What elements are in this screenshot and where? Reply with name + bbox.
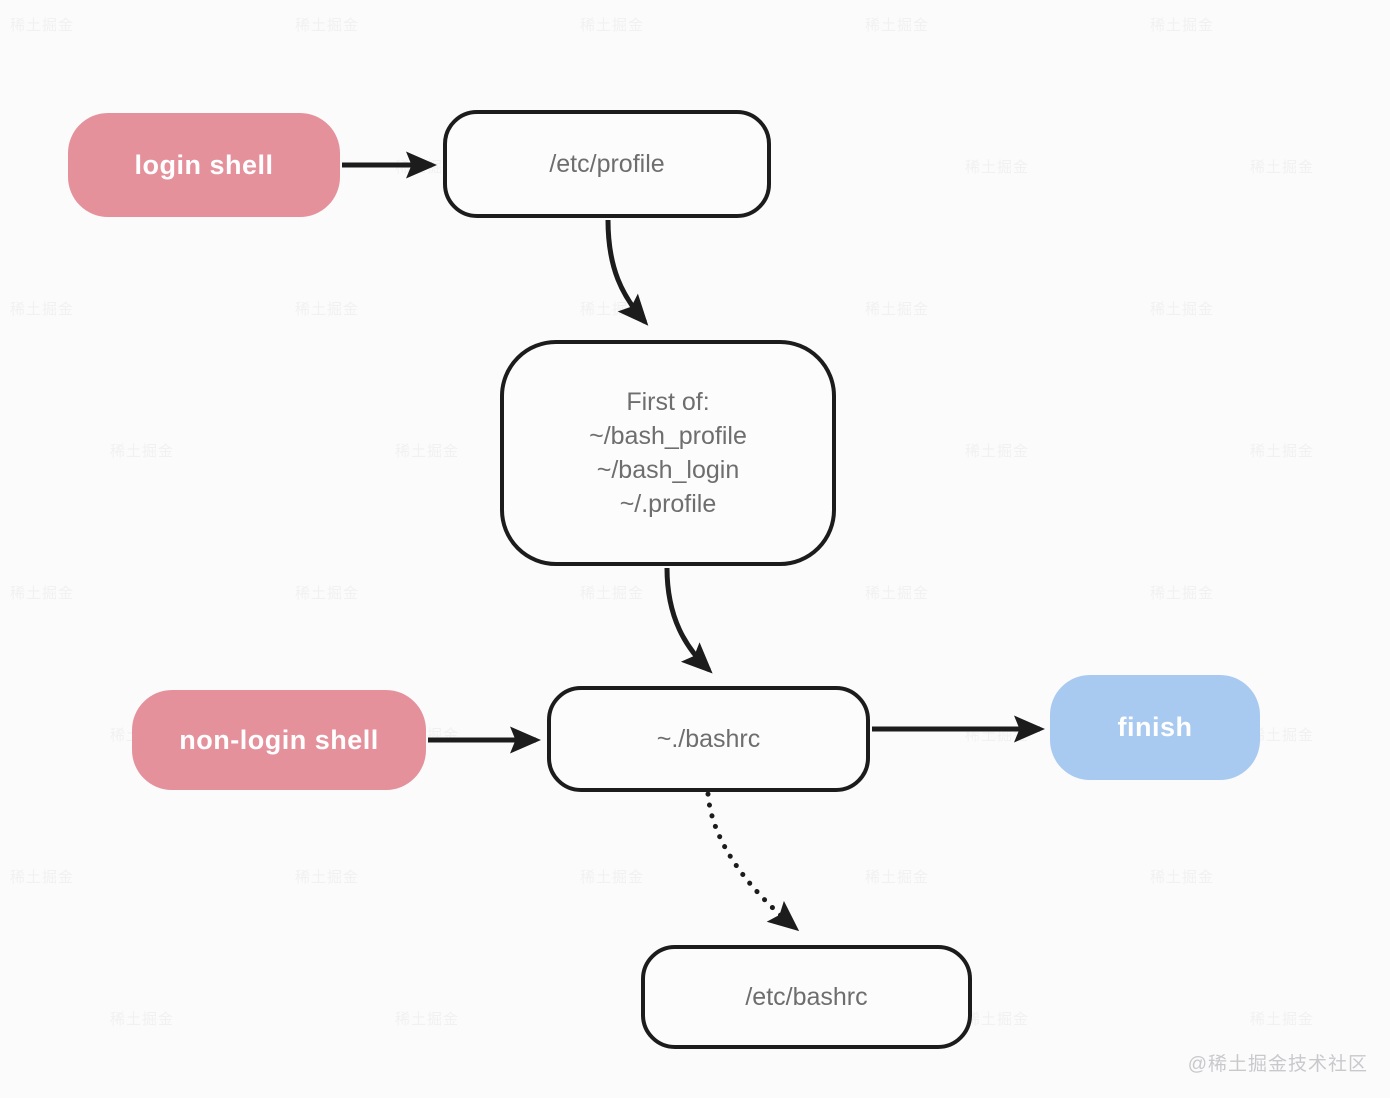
background-watermark-tile: 稀土掘金 [295, 17, 360, 34]
node-bashrc[interactable]: ~./bashrc [547, 686, 870, 792]
node-etc-bashrc-label: /etc/bashrc [745, 983, 868, 1011]
background-watermark-tile: 稀土掘金 [10, 301, 75, 318]
node-finish-label: finish [1117, 712, 1193, 742]
node-first-of-label: First of: ~/bash_profile ~/bash_login ~/… [589, 388, 747, 518]
background-watermark-tile: 稀土掘金 [1250, 443, 1315, 460]
background-watermark-tile: 稀土掘金 [965, 727, 1030, 744]
node-login-shell[interactable]: login shell [68, 113, 340, 217]
node-bashrc-label: ~./bashrc [656, 725, 761, 753]
node-login-shell-label: login shell [134, 149, 274, 180]
background-watermark-tile: 稀土掘金 [1150, 17, 1215, 34]
background-watermark-tile: 稀土掘金 [1250, 1011, 1315, 1028]
background-watermark-tile: 稀土掘金 [1150, 301, 1215, 318]
background-watermark-tile: 稀土掘金 [965, 1011, 1030, 1028]
node-non-login-shell-label: non-login shell [179, 724, 379, 755]
background-watermark-tile: 稀土掘金 [865, 869, 930, 886]
background-watermark-tile: 稀土掘金 [10, 17, 75, 34]
background-watermark-tile: 稀土掘金 [865, 585, 930, 602]
background-watermark-tile: 稀土掘金 [10, 869, 75, 886]
node-non-login-shell[interactable]: non-login shell [132, 690, 426, 790]
background-watermark-tile: 稀土掘金 [295, 869, 360, 886]
node-etc-profile[interactable]: /etc/profile [443, 110, 771, 218]
background-watermark-tile: 稀土掘金 [110, 1011, 175, 1028]
background-watermark-tile: 稀土掘金 [295, 585, 360, 602]
node-etc-bashrc[interactable]: /etc/bashrc [641, 945, 972, 1049]
background-watermark-tile: 稀土掘金 [1250, 727, 1315, 744]
node-first-of[interactable]: First of: ~/bash_profile ~/bash_login ~/… [500, 340, 836, 566]
background-watermark-tile: 稀土掘金 [10, 585, 75, 602]
background-watermark-tile: 稀土掘金 [865, 301, 930, 318]
background-watermark-tile: 稀土掘金 [580, 17, 645, 34]
corner-watermark: @稀土掘金技术社区 [1187, 1054, 1368, 1075]
background-watermark-tile: 稀土掘金 [1150, 585, 1215, 602]
background-watermark-tile: 稀土掘金 [395, 443, 460, 460]
node-etc-profile-label: /etc/profile [549, 150, 665, 178]
background-watermark-tile: 稀土掘金 [965, 443, 1030, 460]
background-watermark-tile: 稀土掘金 [1250, 159, 1315, 176]
background-watermark-tile: 稀土掘金 [1150, 869, 1215, 886]
edge-first-of-to-bashrc [664, 567, 713, 674]
background-watermark-tile: 稀土掘金 [965, 159, 1030, 176]
background-watermark-tile: 稀土掘金 [580, 301, 645, 318]
background-watermark-tile: 稀土掘金 [110, 443, 175, 460]
background-watermark-tile: 稀土掘金 [295, 301, 360, 318]
background-watermark-tile: 稀土掘金 [395, 1011, 460, 1028]
edge-bashrc-to-etc-bashrc [705, 791, 800, 932]
background-watermark-tile: 稀土掘金 [865, 17, 930, 34]
node-finish[interactable]: finish [1050, 675, 1260, 780]
background-watermark-tile: 稀土掘金 [580, 869, 645, 886]
background-watermark-tile: 稀土掘金 [580, 585, 645, 602]
